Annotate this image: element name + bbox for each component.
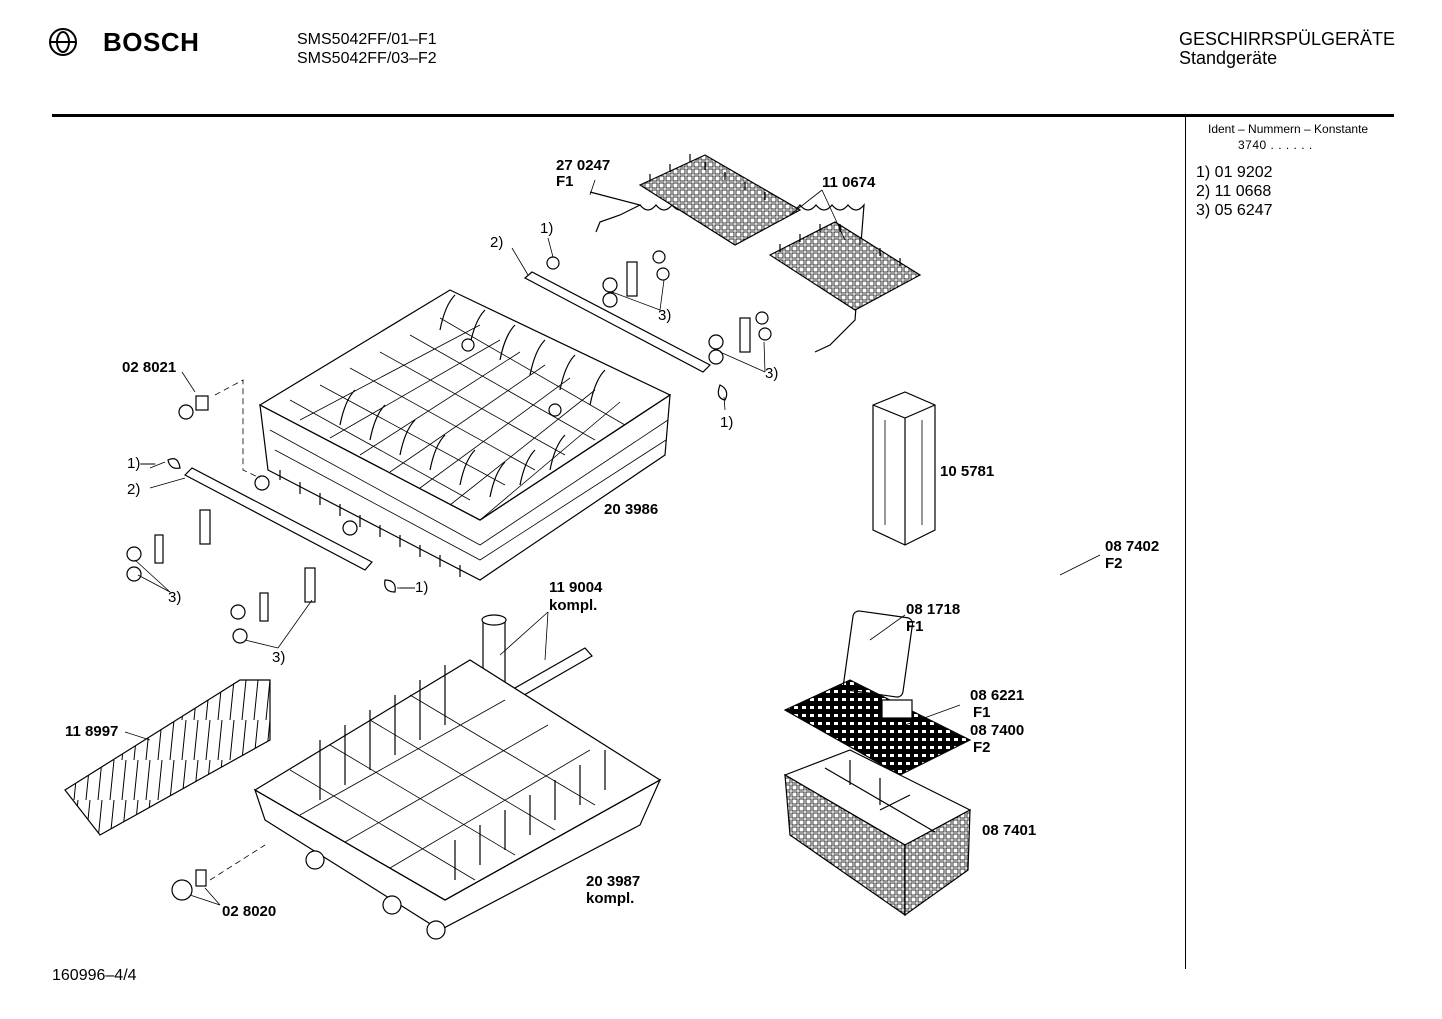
clip-parts (126, 250, 772, 901)
model-2: SMS5042FF/03–F2 (297, 50, 437, 67)
ref-2-top: 2) (490, 234, 503, 251)
cup-rack-2 (768, 221, 922, 311)
ref-3-mid: 3) (272, 649, 285, 666)
ident-heading: Ident – Nummern – Konstante (1208, 122, 1369, 136)
label-118997: 11 8997 (65, 723, 118, 740)
category-title: GESCHIRRSPÜLGERÄTE (1179, 29, 1396, 49)
label-081718-variant: F1 (906, 618, 924, 635)
label-081718: 08 1718 (906, 601, 960, 618)
ref-3-right: 3) (765, 365, 778, 382)
model-1: SMS5042FF/01–F1 (297, 31, 437, 48)
cutlery-basket (783, 749, 972, 917)
ref-1-left: 1)— (127, 455, 155, 472)
label-087400: 08 7400 (970, 722, 1024, 739)
ident-item-1: 1) 01 9202 (1196, 164, 1273, 181)
label-110674: 11 0674 (822, 174, 876, 191)
category-subtitle: Standgeräte (1179, 48, 1278, 68)
rail-upper (523, 271, 712, 373)
label-087402-variant: F2 (1105, 555, 1123, 572)
ident-item-2: 2) 11 0668 (1196, 183, 1272, 200)
ref-1-right: 1) (720, 414, 733, 431)
label-270247-variant: F1 (556, 173, 574, 190)
side-divider (1185, 117, 1186, 969)
label-086221: 08 6221 (970, 687, 1024, 704)
label-087402: 08 7402 (1105, 538, 1159, 555)
ref-3-top: 3) (658, 307, 671, 324)
leader-lines (124, 179, 1101, 906)
label-270247: 27 0247 (556, 157, 610, 174)
rail-lower (184, 467, 373, 571)
label-203987-kompl: kompl. (586, 890, 634, 907)
label-028021: 02 8021 (122, 359, 176, 376)
upper-basket (254, 289, 672, 581)
model-list: SMS5042FF/01–F1 SMS5042FF/03–F2 (297, 30, 437, 68)
cutlery-holder (872, 391, 936, 546)
ident-list: 1) 01 9202 2) 11 0668 3) 05 6247 (1196, 163, 1273, 220)
cup-rack-1 (638, 154, 802, 246)
ref-2-left: 2) (127, 481, 140, 498)
label-119004: 11 9004 (549, 579, 603, 596)
lower-basket (253, 659, 662, 940)
label-028020: 02 8020 (222, 903, 276, 920)
label-086221-variant: F1 (973, 704, 991, 721)
label-087401: 08 7401 (982, 822, 1036, 839)
ident-constant: 3740 . . . . . . (1238, 138, 1313, 152)
label-105781: 10 5781 (940, 463, 994, 480)
ref-1-top: 1) (540, 220, 553, 237)
bosch-logo-icon (48, 27, 78, 57)
basket-insert (783, 610, 972, 776)
ref-3-left: 3) (168, 589, 181, 606)
page-number: 160996–4/4 (52, 967, 137, 984)
category: GESCHIRRSPÜLGERÄTE Standgeräte (1179, 30, 1395, 68)
label-087400-variant: F2 (973, 739, 991, 756)
label-203986: 20 3986 (604, 501, 658, 518)
ident-item-3: 3) 05 6247 (1196, 202, 1273, 219)
ref-1-mid: —1) (400, 579, 428, 596)
header-divider (52, 114, 1394, 117)
tine-row (64, 679, 271, 836)
label-119004-kompl: kompl. (549, 597, 597, 614)
brand-name: BOSCH (103, 27, 200, 57)
label-203987: 20 3987 (586, 873, 640, 890)
